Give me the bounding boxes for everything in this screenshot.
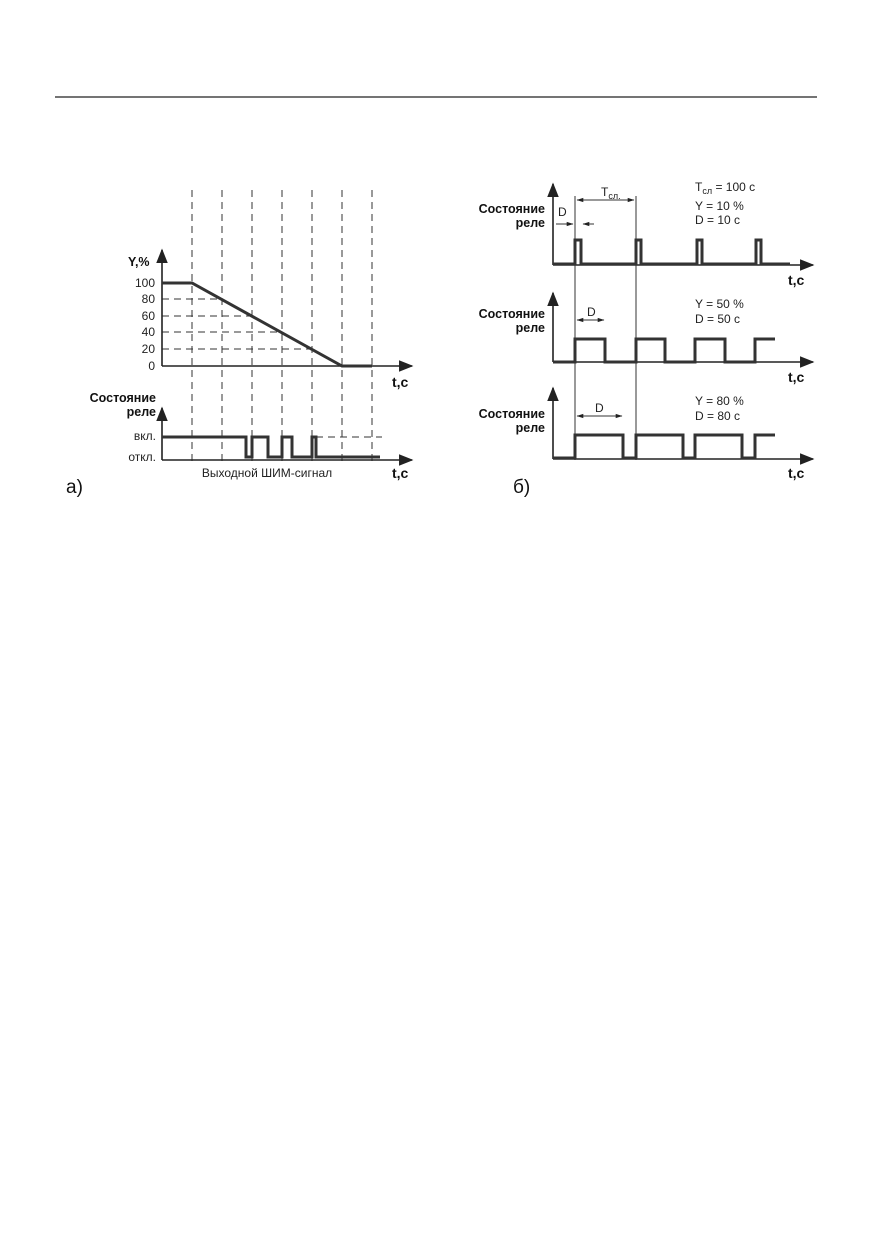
relay-row-2: Состояние реле Y = 50 % D = 50 с D t,c — [479, 291, 815, 385]
row3-title-line1: Состояние — [479, 407, 545, 421]
row1-title-line2: реле — [516, 216, 545, 230]
row3-x-axis-label: t,c — [788, 465, 805, 481]
row1-period-param: Тсл = 100 с — [695, 180, 755, 196]
row3-relay-signal — [553, 433, 775, 460]
x-axis-label-upper: t,c — [392, 374, 409, 390]
pwm-caption: Выходной ШИМ-сигнал — [202, 466, 332, 480]
state-on-label: вкл. — [134, 429, 156, 443]
x-axis-label-relay: t,c — [392, 465, 409, 481]
panel-b-label: б) — [513, 477, 530, 498]
time-gridlines — [191, 190, 373, 462]
y-signal-curve — [162, 281, 372, 368]
row3-d-label: D — [595, 401, 604, 415]
row1-x-axis-label: t,c — [788, 272, 805, 288]
y-tick-label: 100 — [135, 276, 155, 290]
pwm-output-signal — [162, 435, 380, 459]
row1-d-param: D = 10 с — [695, 213, 740, 227]
y-tick-label: 40 — [142, 325, 156, 339]
y-tick-label: 20 — [142, 342, 156, 356]
row3-d-param: D = 80 с — [695, 409, 740, 423]
relay-row-3: Состояние реле Y = 80 % D = 80 с D t,c — [479, 386, 815, 481]
row3-title-line2: реле — [516, 421, 545, 435]
row1-d-label: D — [558, 205, 567, 219]
period-label: Тсл. — [601, 185, 621, 201]
state-off-label: откл. — [128, 450, 156, 464]
panel-a: Y,% 100 80 60 40 20 0 t,c Состояние реле… — [66, 190, 414, 498]
row2-title-line2: реле — [516, 321, 545, 335]
relay-title-line1: Состояние — [90, 391, 156, 405]
y-tick-label: 80 — [142, 292, 156, 306]
panel-b: Тсл. Состояние реле Тсл = 100 с Y = 10 %… — [479, 180, 815, 498]
y-tick-label: 0 — [148, 359, 155, 373]
row2-y-param: Y = 50 % — [695, 297, 744, 311]
y-axis-label: Y,% — [128, 255, 150, 269]
row2-x-axis-label: t,c — [788, 369, 805, 385]
row3-y-param: Y = 80 % — [695, 394, 744, 408]
relay-row-1: Состояние реле Тсл = 100 с Y = 10 % D = … — [479, 180, 815, 288]
row1-relay-signal — [553, 238, 790, 266]
row1-title-line1: Состояние — [479, 202, 545, 216]
row2-relay-signal — [553, 337, 775, 364]
row1-y-param: Y = 10 % — [695, 199, 744, 213]
relay-title-line2: реле — [127, 405, 156, 419]
row2-d-label: D — [587, 305, 596, 319]
row2-d-param: D = 50 с — [695, 312, 740, 326]
y-tick-label: 60 — [142, 309, 156, 323]
panel-a-label: а) — [66, 477, 83, 498]
row2-title-line1: Состояние — [479, 307, 545, 321]
